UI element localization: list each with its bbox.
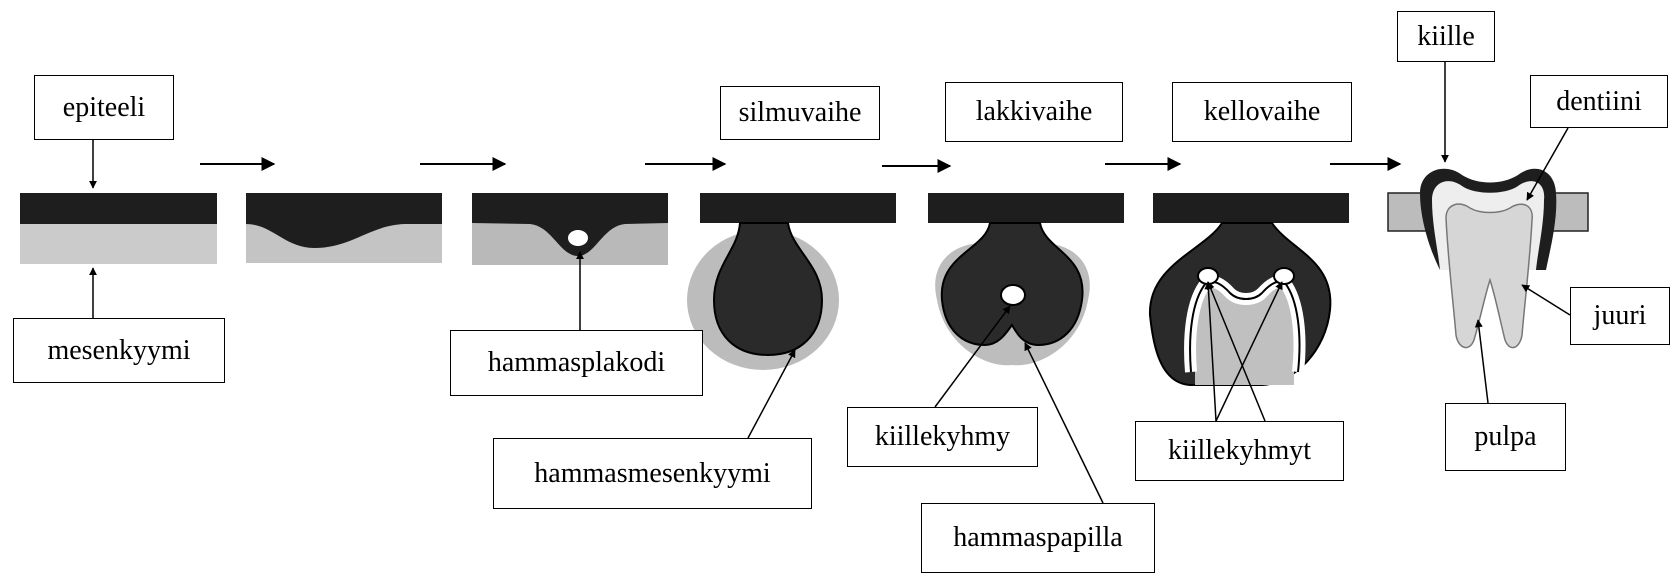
enamel-knot-right (1274, 268, 1294, 284)
label-hammasplakodi: hammasplakodi (450, 330, 703, 396)
stage-arrows (200, 164, 1400, 166)
enamel-knot (1001, 285, 1025, 305)
tooth-root-pulp (1446, 204, 1532, 347)
epithelium-layer (700, 193, 896, 223)
label-kiillekyhmyt: kiillekyhmyt (1135, 421, 1344, 481)
enamel-knot-left (1198, 268, 1218, 284)
stage-placode (472, 193, 668, 265)
epithelium-layer (20, 193, 217, 224)
label-kiillekyhmy: kiillekyhmy (847, 407, 1038, 467)
label-epiteeli: epiteeli (34, 75, 174, 140)
enamel-organ (942, 223, 1083, 345)
leader-juuri (1522, 285, 1570, 315)
label-dentiini: dentiini (1530, 75, 1668, 128)
label-silmuvaihe: silmuvaihe (720, 86, 880, 140)
stage-initial (20, 193, 217, 264)
leader-pulpa (1478, 320, 1488, 403)
label-hammasmesenkyymi: hammasmesenkyymi (493, 438, 812, 509)
label-kiille: kiille (1397, 11, 1495, 62)
label-kellovaihe: kellovaihe (1172, 82, 1352, 142)
stage-bell (1150, 193, 1349, 385)
label-mesenkyymi: mesenkyymi (13, 318, 225, 383)
placode-center (567, 229, 589, 247)
stage-bud (687, 193, 896, 370)
epithelium-layer (928, 193, 1124, 223)
stage-cap (928, 193, 1124, 365)
stage-thickening (246, 193, 442, 263)
stage-tooth (1388, 169, 1588, 348)
label-lakkivaihe: lakkivaihe (945, 82, 1123, 142)
label-pulpa: pulpa (1445, 403, 1566, 471)
label-juuri: juuri (1570, 287, 1670, 345)
epithelium-layer (1153, 193, 1349, 223)
label-hammaspapilla: hammaspapilla (921, 503, 1155, 573)
